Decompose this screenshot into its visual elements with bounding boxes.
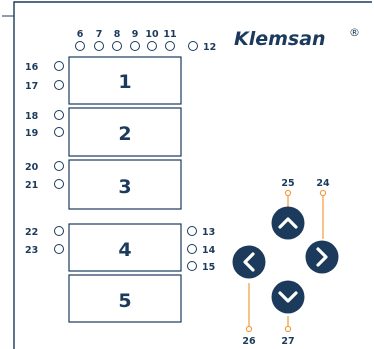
- callout-marker-24: [319, 189, 327, 197]
- led-label-6: 6: [77, 29, 84, 40]
- display-2-label: 2: [118, 123, 131, 145]
- led-16: [54, 61, 64, 71]
- led-label-21: 21: [25, 180, 38, 191]
- led-22: [54, 226, 64, 236]
- display-5-label: 5: [118, 290, 131, 312]
- led-label-8: 8: [114, 29, 121, 40]
- up-button[interactable]: [271, 206, 305, 240]
- led-label-20: 20: [25, 162, 39, 173]
- display-2: [68, 107, 182, 157]
- down-button[interactable]: [271, 280, 305, 314]
- led-20: [54, 161, 64, 171]
- led-6: [75, 41, 85, 51]
- chevron-down-icon: [278, 291, 298, 303]
- led-12: [188, 41, 198, 51]
- led-label-9: 9: [132, 29, 139, 40]
- display-4: [68, 223, 182, 272]
- led-label-18: 18: [25, 111, 39, 122]
- callout-label-27: 27: [281, 336, 294, 347]
- left-button[interactable]: [232, 245, 266, 279]
- callout-marker-25: [284, 189, 292, 197]
- display-3-label: 3: [118, 176, 131, 198]
- led-label-7: 7: [96, 29, 103, 40]
- chevron-up-icon: [278, 217, 298, 229]
- led-11: [165, 41, 175, 51]
- led-label-19: 19: [25, 128, 38, 139]
- callout-marker-26: [245, 325, 253, 333]
- led-14: [187, 244, 197, 254]
- led-17: [54, 80, 64, 90]
- display-1-label: 1: [118, 71, 131, 93]
- led-label-11: 11: [163, 29, 176, 40]
- led-15: [187, 261, 197, 271]
- chevron-left-icon: [243, 252, 255, 272]
- panel-outline: [13, 1, 372, 349]
- callout-label-25: 25: [281, 178, 294, 189]
- led-10: [147, 41, 157, 51]
- led-label-16: 16: [25, 62, 39, 73]
- led-label-12: 12: [203, 42, 216, 53]
- led-9: [130, 41, 140, 51]
- callout-label-26: 26: [242, 336, 256, 347]
- led-18: [54, 110, 64, 120]
- led-8: [112, 41, 122, 51]
- led-label-10: 10: [145, 29, 159, 40]
- led-7: [94, 41, 104, 51]
- display-1: [68, 56, 182, 105]
- led-19: [54, 127, 64, 137]
- led-label-17: 17: [25, 81, 38, 92]
- chevron-right-icon: [316, 247, 328, 267]
- led-label-15: 15: [202, 262, 215, 273]
- led-23: [54, 244, 64, 254]
- right-button[interactable]: [305, 240, 339, 274]
- led-label-22: 22: [25, 227, 38, 238]
- display-4-label: 4: [118, 239, 131, 261]
- led-21: [54, 179, 64, 189]
- callout-marker-27: [284, 325, 292, 333]
- registered-mark: ®: [349, 26, 360, 39]
- brand-logo: Klemsan: [234, 28, 326, 50]
- led-label-23: 23: [25, 245, 38, 256]
- display-5: [68, 274, 182, 323]
- led-label-14: 14: [202, 245, 216, 256]
- led-13: [187, 226, 197, 236]
- callout-label-24: 24: [316, 178, 330, 189]
- display-3: [68, 159, 182, 210]
- led-label-13: 13: [202, 227, 215, 238]
